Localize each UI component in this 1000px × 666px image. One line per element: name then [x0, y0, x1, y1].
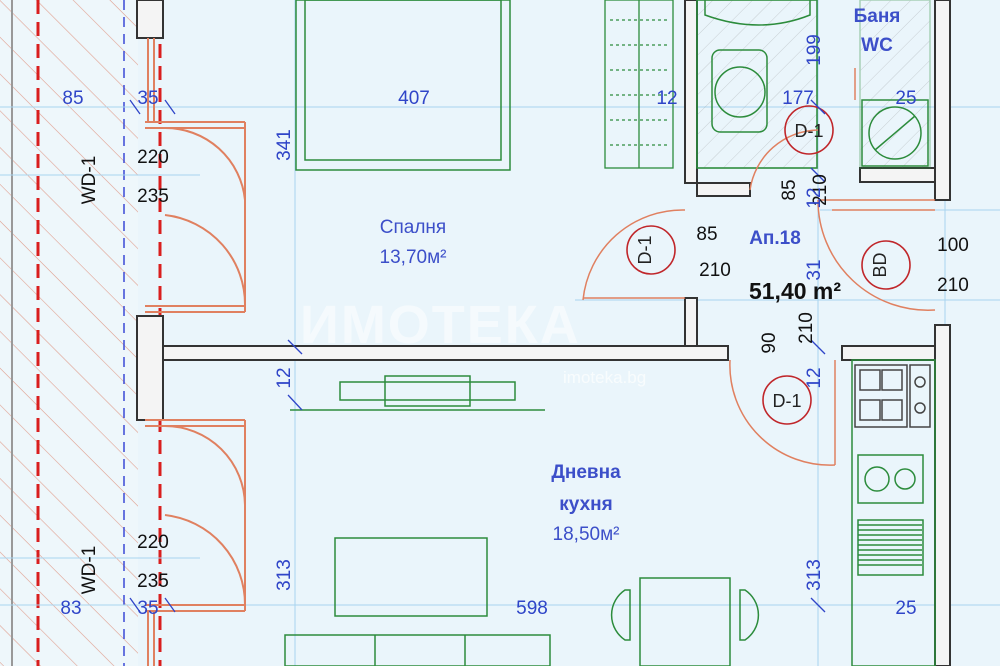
window-left-margin-top: 85	[62, 88, 83, 109]
door-swings	[582, 129, 936, 466]
dimension-ticks	[129, 99, 826, 613]
window-left-margin-bottom: 83	[60, 598, 81, 619]
room-living-area: 18,50м²	[553, 524, 620, 545]
exterior-wall	[136, 0, 164, 421]
door-bedroom-height: 210	[699, 260, 731, 281]
interior-walls	[162, 0, 951, 666]
door-tag-living: D-1	[772, 391, 801, 411]
room-living-name-2: кухня	[559, 494, 612, 515]
room-bath-name-1: Баня	[854, 6, 901, 27]
watermark-logo: ИМОТЕКА	[300, 295, 581, 355]
balcony	[0, 0, 162, 666]
window-height-top: 235	[137, 186, 169, 207]
window-code-bottom: WD-1	[79, 546, 100, 595]
dim-bedroom-width: 407	[398, 88, 430, 109]
watermark: ИМОТЕКА imoteka.bg	[300, 295, 646, 387]
kitchen-counter	[851, 359, 936, 666]
dim-bath-width: 177	[782, 88, 814, 109]
dim-wardrobe-gap: 12	[656, 88, 677, 109]
bathroom-fixtures	[696, 0, 931, 169]
door-tags	[626, 105, 911, 425]
window-right-margin-top: 35	[137, 88, 158, 109]
dim-corridor-12: 12	[804, 187, 825, 208]
door-tag-bedroom: D-1	[635, 235, 655, 264]
door-bath-height: 210	[810, 174, 831, 206]
dim-bedroom-height: 341	[274, 129, 295, 161]
dim-corridor-31: 31	[804, 259, 825, 280]
door-bath-width: 85	[779, 179, 800, 200]
dim-door-12: 12	[804, 367, 825, 388]
apartment-total-area: 51,40 m²	[749, 278, 841, 304]
window-width-bottom: 220	[137, 532, 169, 553]
wardrobe	[604, 0, 674, 169]
window-width-top: 220	[137, 147, 169, 168]
door-tag-entrance: BD	[870, 252, 890, 277]
room-bath-name-2: WC	[861, 35, 893, 56]
dim-bath-height: 199	[804, 34, 825, 66]
bed	[295, 0, 511, 171]
dim-living-width: 598	[516, 598, 548, 619]
dim-kitchen-right: 25	[895, 598, 916, 619]
door-bedroom-width: 85	[696, 224, 717, 245]
door-entrance-height: 210	[937, 275, 969, 296]
dim-bath-right: 25	[895, 88, 916, 109]
window-code-top: WD-1	[79, 156, 100, 205]
door-living-width: 90	[759, 332, 780, 353]
room-bedroom-name: Спалня	[380, 217, 446, 238]
window-height-bottom: 235	[137, 571, 169, 592]
door-tag-bath: D-1	[794, 121, 823, 141]
dim-living-height-right: 313	[804, 559, 825, 591]
window-right-margin-bottom: 35	[137, 598, 158, 619]
dim-living-height-left: 313	[274, 559, 295, 591]
dim-wall-bedroom: 12	[274, 367, 295, 388]
door-entrance-width: 100	[937, 235, 969, 256]
room-bedroom-area: 13,70м²	[380, 247, 447, 268]
apartment-label: Ап.18	[749, 228, 801, 249]
window-frames	[145, 38, 247, 666]
door-living-height: 210	[796, 312, 817, 344]
watermark-site: imoteka.bg	[563, 368, 646, 387]
living-furniture	[284, 375, 760, 666]
room-living-name-1: Дневна	[551, 462, 621, 483]
